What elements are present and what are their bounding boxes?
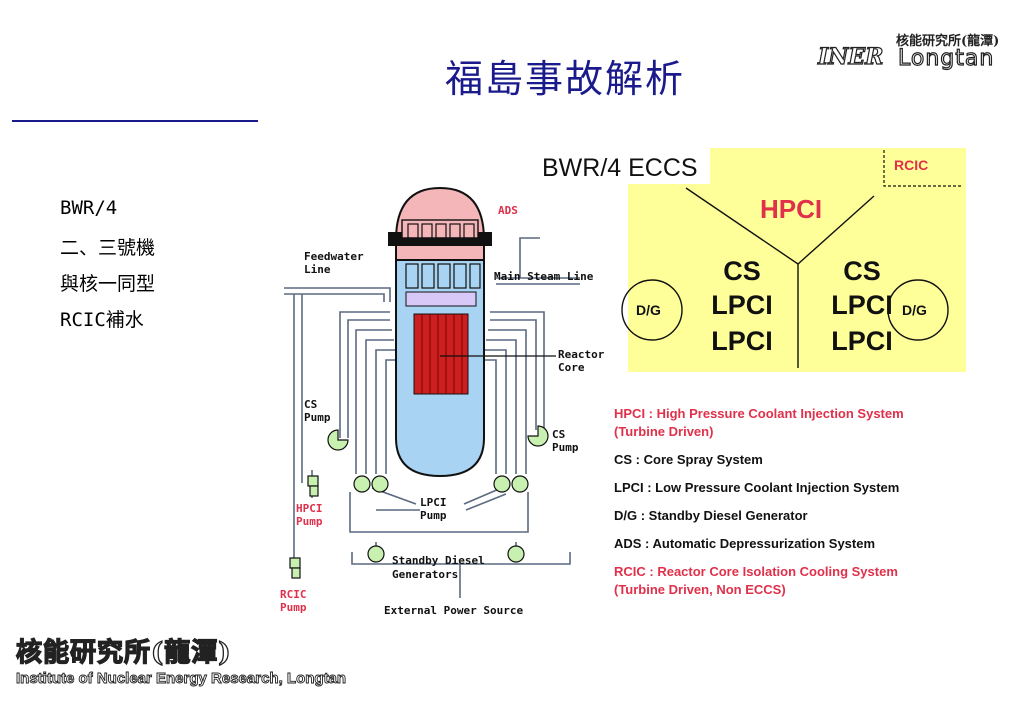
- institute-name-chinese: 核能研究所(龍潭): [896, 34, 1000, 49]
- main-steam-label: Main Steam Line: [494, 270, 594, 283]
- lpci-pump-label: Pump: [420, 509, 447, 522]
- hpci-pump: [307, 475, 319, 497]
- legend-line: CS : Core Spray System: [614, 452, 763, 467]
- feedwater-label: Line: [304, 263, 331, 276]
- diesel-generator-left: [367, 545, 385, 563]
- rcic-pump-label: Pump: [280, 601, 307, 614]
- eccs-hpci-label: HPCI: [760, 194, 822, 224]
- institute-name-english: Institute of Nuclear Energy Research, Lo…: [16, 670, 347, 688]
- institute-name-chinese: 核能研究所(龍潭): [15, 637, 232, 668]
- feedwater-label: Feedwater: [304, 250, 364, 263]
- cs-pump-right-label: CS: [552, 428, 565, 441]
- eccs-left-item: CS: [723, 256, 761, 286]
- title-divider: [12, 120, 258, 122]
- legend-line: LPCI : Low Pressure Coolant Injection Sy…: [614, 480, 900, 495]
- legend-line: HPCI : High Pressure Coolant Injection S…: [614, 406, 904, 421]
- iner-logo-top: INER 核能研究所(龍潭) Longtan: [817, 30, 1018, 80]
- eccs-right-item: LPCI: [831, 326, 893, 356]
- standby-diesel-label: Generators: [392, 568, 458, 581]
- eccs-right-item: CS: [843, 256, 881, 286]
- lpci-pump-left: [353, 475, 389, 493]
- lpci-pump-right: [493, 475, 529, 493]
- eccs-rcic-label: RCIC: [894, 157, 928, 173]
- dg-left-circle: [621, 279, 683, 341]
- lpci-pump-label: LPCI: [420, 496, 447, 509]
- reactor-vessel: [388, 186, 556, 478]
- eccs-background: [628, 148, 966, 372]
- diesel-generator-right: [507, 545, 525, 563]
- eccs-left-item: LPCI: [711, 326, 773, 356]
- ads-label: ADS: [498, 204, 518, 217]
- eccs-divider-lines: [685, 187, 875, 368]
- eccs-left-item: LPCI: [711, 290, 773, 320]
- note-line: BWR/4: [60, 197, 118, 219]
- cs-pump-right-label: Pump: [552, 441, 579, 454]
- legend-line: D/G : Standby Diesel Generator: [614, 508, 808, 523]
- reactor-core-label: Core: [558, 361, 585, 374]
- eccs-right-item: LPCI: [831, 290, 893, 320]
- note-line: RCIC補水: [60, 309, 144, 331]
- external-power-label: External Power Source: [384, 604, 523, 617]
- rcic-divider: [883, 150, 962, 187]
- rcic-pump-label: RCIC: [280, 588, 307, 601]
- cs-pump-right: [527, 425, 549, 447]
- legend-line: ADS : Automatic Depressurization System: [614, 536, 876, 551]
- eccs-diagram: BWR/4 ECCS RCIC HPCI D/G D/G CS LPCI LPC…: [540, 148, 966, 372]
- iner-logo-bottom: 核能研究所(龍潭) Institute of Nuclear Energy Re…: [12, 632, 422, 692]
- dg-left-label: D/G: [636, 302, 661, 318]
- eccs-title: BWR/4 ECCS: [542, 154, 698, 182]
- bwr-reactor-diagram: ADS Feedwater Line Main Steam Line React…: [280, 186, 605, 617]
- note-line: 二、三號機: [60, 237, 156, 259]
- dg-right-circle: [887, 279, 949, 341]
- iner-logo-mark: INER: [817, 43, 884, 70]
- cs-pump-left-label: CS: [304, 398, 317, 411]
- standby-diesel-label: Standby Diesel: [392, 554, 485, 567]
- legend-line: RCIC : Reactor Core Isolation Cooling Sy…: [614, 564, 898, 579]
- cs-pump-left: [327, 429, 349, 451]
- slide-title: 福島事故解析: [444, 57, 685, 101]
- cs-pump-left-label: Pump: [304, 411, 331, 424]
- hpci-pump-label: HPCI: [296, 502, 323, 515]
- note-line: 與核一同型: [60, 273, 156, 295]
- rcic-pump: [289, 557, 301, 579]
- reactor-piping: [284, 237, 580, 598]
- dg-right-label: D/G: [902, 302, 927, 318]
- hpci-pump-label: Pump: [296, 515, 323, 528]
- reactor-core-label: Reactor: [558, 348, 605, 361]
- legend-line: (Turbine Driven, Non ECCS): [614, 582, 786, 597]
- legend-line: (Turbine Driven): [614, 424, 714, 439]
- institute-name-longtan: Longtan: [897, 45, 995, 71]
